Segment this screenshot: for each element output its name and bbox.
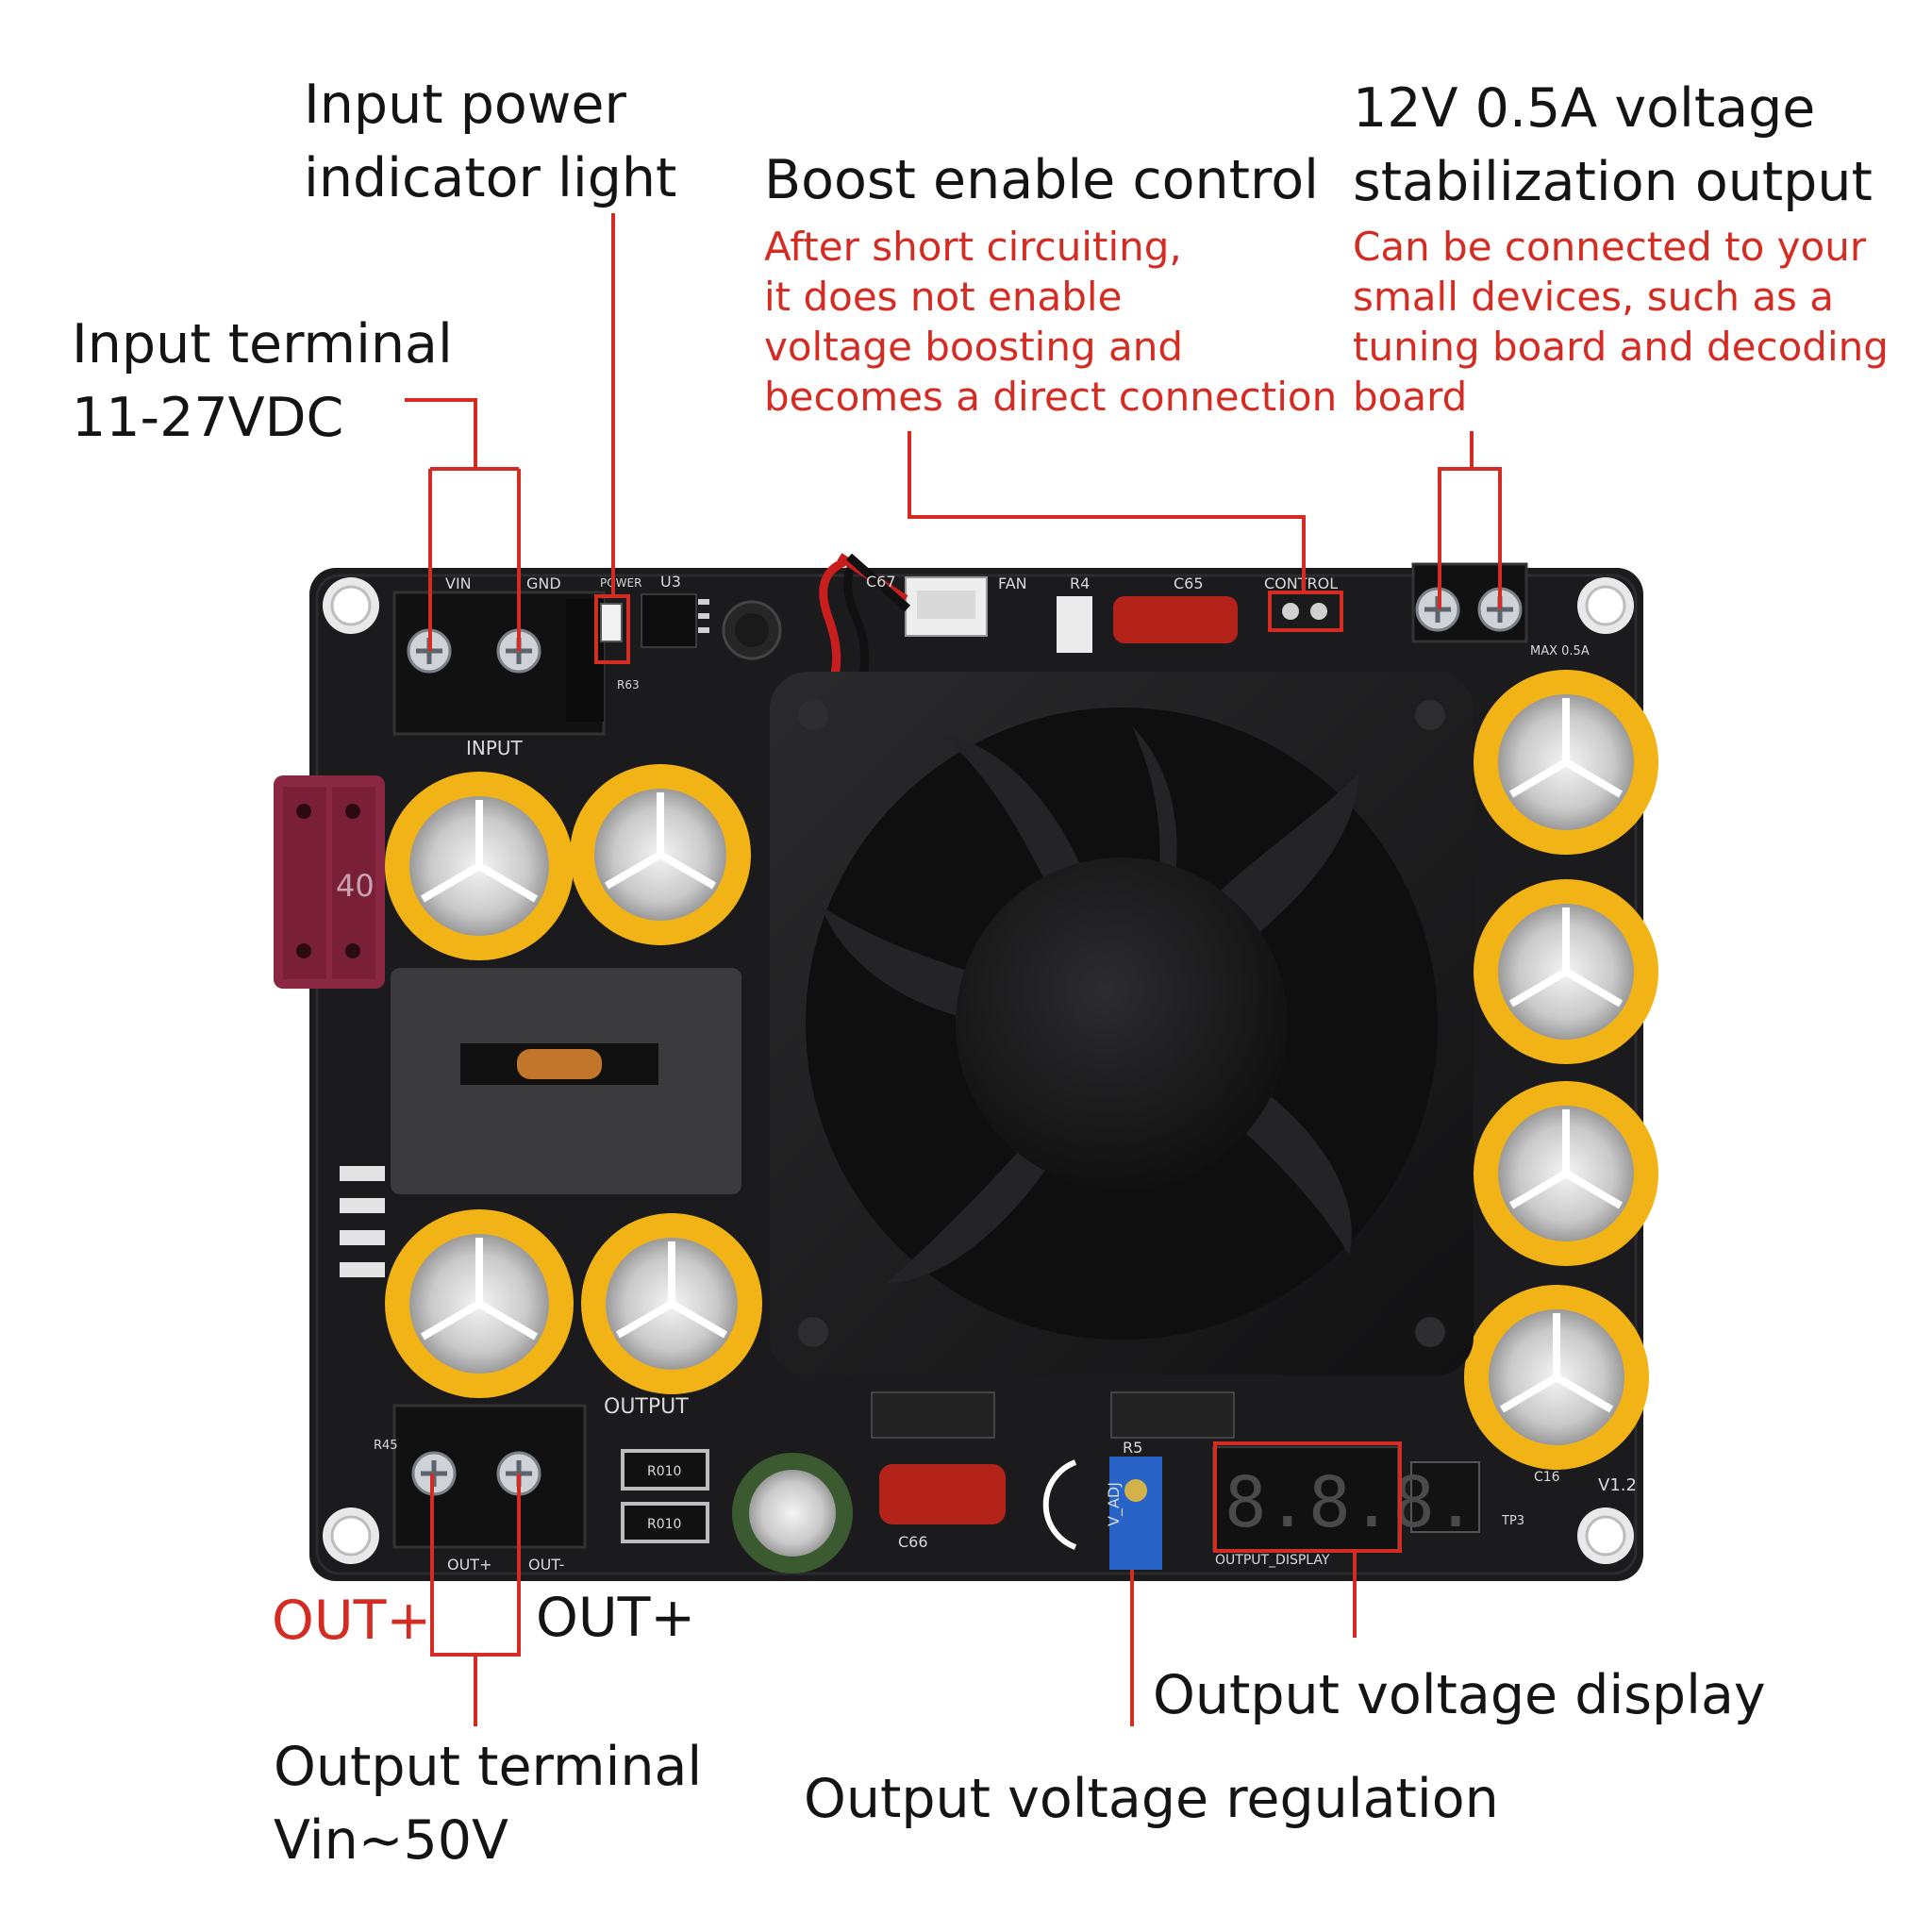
film-capacitor-top xyxy=(1057,596,1238,653)
silk-r63: R63 xyxy=(617,678,640,691)
silk-out-minus: OUT- xyxy=(528,1556,564,1574)
mosfets xyxy=(871,1391,1235,1439)
u3-chip xyxy=(641,593,709,648)
silk-r010-a: R010 xyxy=(647,1464,681,1479)
silk-tp3: TP3 xyxy=(1501,1514,1524,1528)
control-jumper xyxy=(1282,603,1327,620)
silk-out-plus: OUT+ xyxy=(447,1556,491,1574)
aux-output-terminal xyxy=(1411,562,1528,643)
input-terminal-line1: Input terminal xyxy=(72,313,453,375)
stab-note-line3: tuning board and decoding xyxy=(1353,323,1889,370)
label-input-power-line1: Input power xyxy=(304,74,626,136)
label-stabilization-note: Can be connected to your small devices, … xyxy=(1353,223,1889,423)
transformer xyxy=(391,968,741,1194)
silk-r5: R5 xyxy=(1123,1439,1142,1457)
output-terminal-block xyxy=(392,1404,587,1549)
label-stabilization-output: 12V 0.5A voltage stabilization output xyxy=(1353,72,1873,219)
display-digits: 8.8.8. xyxy=(1224,1462,1476,1543)
silk-u3: U3 xyxy=(660,573,681,591)
input-terminal-line2: 11-27VDC xyxy=(72,387,344,450)
potentiometer xyxy=(1042,1457,1162,1570)
label-boost-enable-control: Boost enable control xyxy=(764,143,1319,217)
boost-note-line3: voltage boosting and xyxy=(764,323,1183,370)
silk-c65: C65 xyxy=(1174,575,1204,592)
stab-title-line1: 12V 0.5A voltage xyxy=(1353,77,1816,140)
silk-c16: C16 xyxy=(1534,1470,1560,1485)
label-output-voltage-display: Output voltage display xyxy=(1153,1664,1766,1726)
silk-vin: VIN xyxy=(445,575,472,592)
label-output-terminal: Output terminal Vin~50V xyxy=(274,1730,702,1877)
label-out-plus-right: OUT+ xyxy=(536,1587,696,1649)
label-boost-enable-title: Boost enable control xyxy=(764,149,1319,211)
capacitors xyxy=(385,670,1658,1470)
label-input-power-line2: indicator light xyxy=(304,147,677,210)
boost-note-line2: it does not enable xyxy=(764,273,1123,320)
silk-output-display: OUTPUT_DISPLAY xyxy=(1215,1553,1330,1568)
output-terminal-line1: Output terminal xyxy=(274,1736,703,1798)
silk-v-adj: V_ADJ xyxy=(1105,1482,1124,1526)
label-output-voltage-regulation: Output voltage regulation xyxy=(804,1768,1499,1830)
film-capacitor-bottom xyxy=(879,1464,1006,1524)
silk-fan: FAN xyxy=(998,575,1027,592)
green-capacitor xyxy=(732,1453,853,1574)
silk-output: OUTPUT xyxy=(604,1395,689,1419)
boost-note-line1: After short circuiting, xyxy=(764,224,1182,270)
stab-title-line2: stabilization output xyxy=(1353,151,1873,214)
silk-max: MAX 0.5A xyxy=(1530,644,1590,658)
shunt-resistors xyxy=(621,1449,709,1543)
annotation-lines xyxy=(405,213,1502,1726)
silk-control: CONTROL xyxy=(1264,575,1338,592)
silk-c66: C66 xyxy=(898,1533,928,1551)
silk-fuse: 40 xyxy=(336,868,375,904)
stab-note-line2: small devices, such as a xyxy=(1353,273,1835,320)
silk-r4: R4 xyxy=(1070,575,1090,592)
smd-components xyxy=(340,1166,385,1277)
label-boost-enable-note: After short circuiting, it does not enab… xyxy=(764,223,1337,423)
output-terminal-line2: Vin~50V xyxy=(274,1809,508,1873)
silk-gnd: GND xyxy=(526,575,561,592)
driver-ic xyxy=(1410,1461,1480,1533)
stab-note-line4: board xyxy=(1353,373,1468,420)
label-out-plus-left: OUT+ xyxy=(272,1590,432,1652)
silk-power: POWER xyxy=(600,576,641,590)
label-input-power-indicator: Input power indicator light xyxy=(304,68,676,215)
silk-version: V1.2 xyxy=(1598,1475,1637,1495)
fuse xyxy=(274,775,385,989)
silk-input: INPUT xyxy=(466,737,524,759)
small-inductor xyxy=(722,600,782,660)
silk-r45: R45 xyxy=(374,1439,398,1453)
silk-r010-b: R010 xyxy=(647,1517,681,1532)
input-terminal-block xyxy=(392,591,606,736)
stab-note-line1: Can be connected to your xyxy=(1353,224,1867,270)
silk-c67: C67 xyxy=(866,573,896,591)
power-led xyxy=(600,603,623,642)
cooling-fan xyxy=(770,672,1474,1375)
boost-note-line4: becomes a direct connection xyxy=(764,373,1338,420)
label-input-terminal: Input terminal 11-27VDC xyxy=(72,308,453,455)
